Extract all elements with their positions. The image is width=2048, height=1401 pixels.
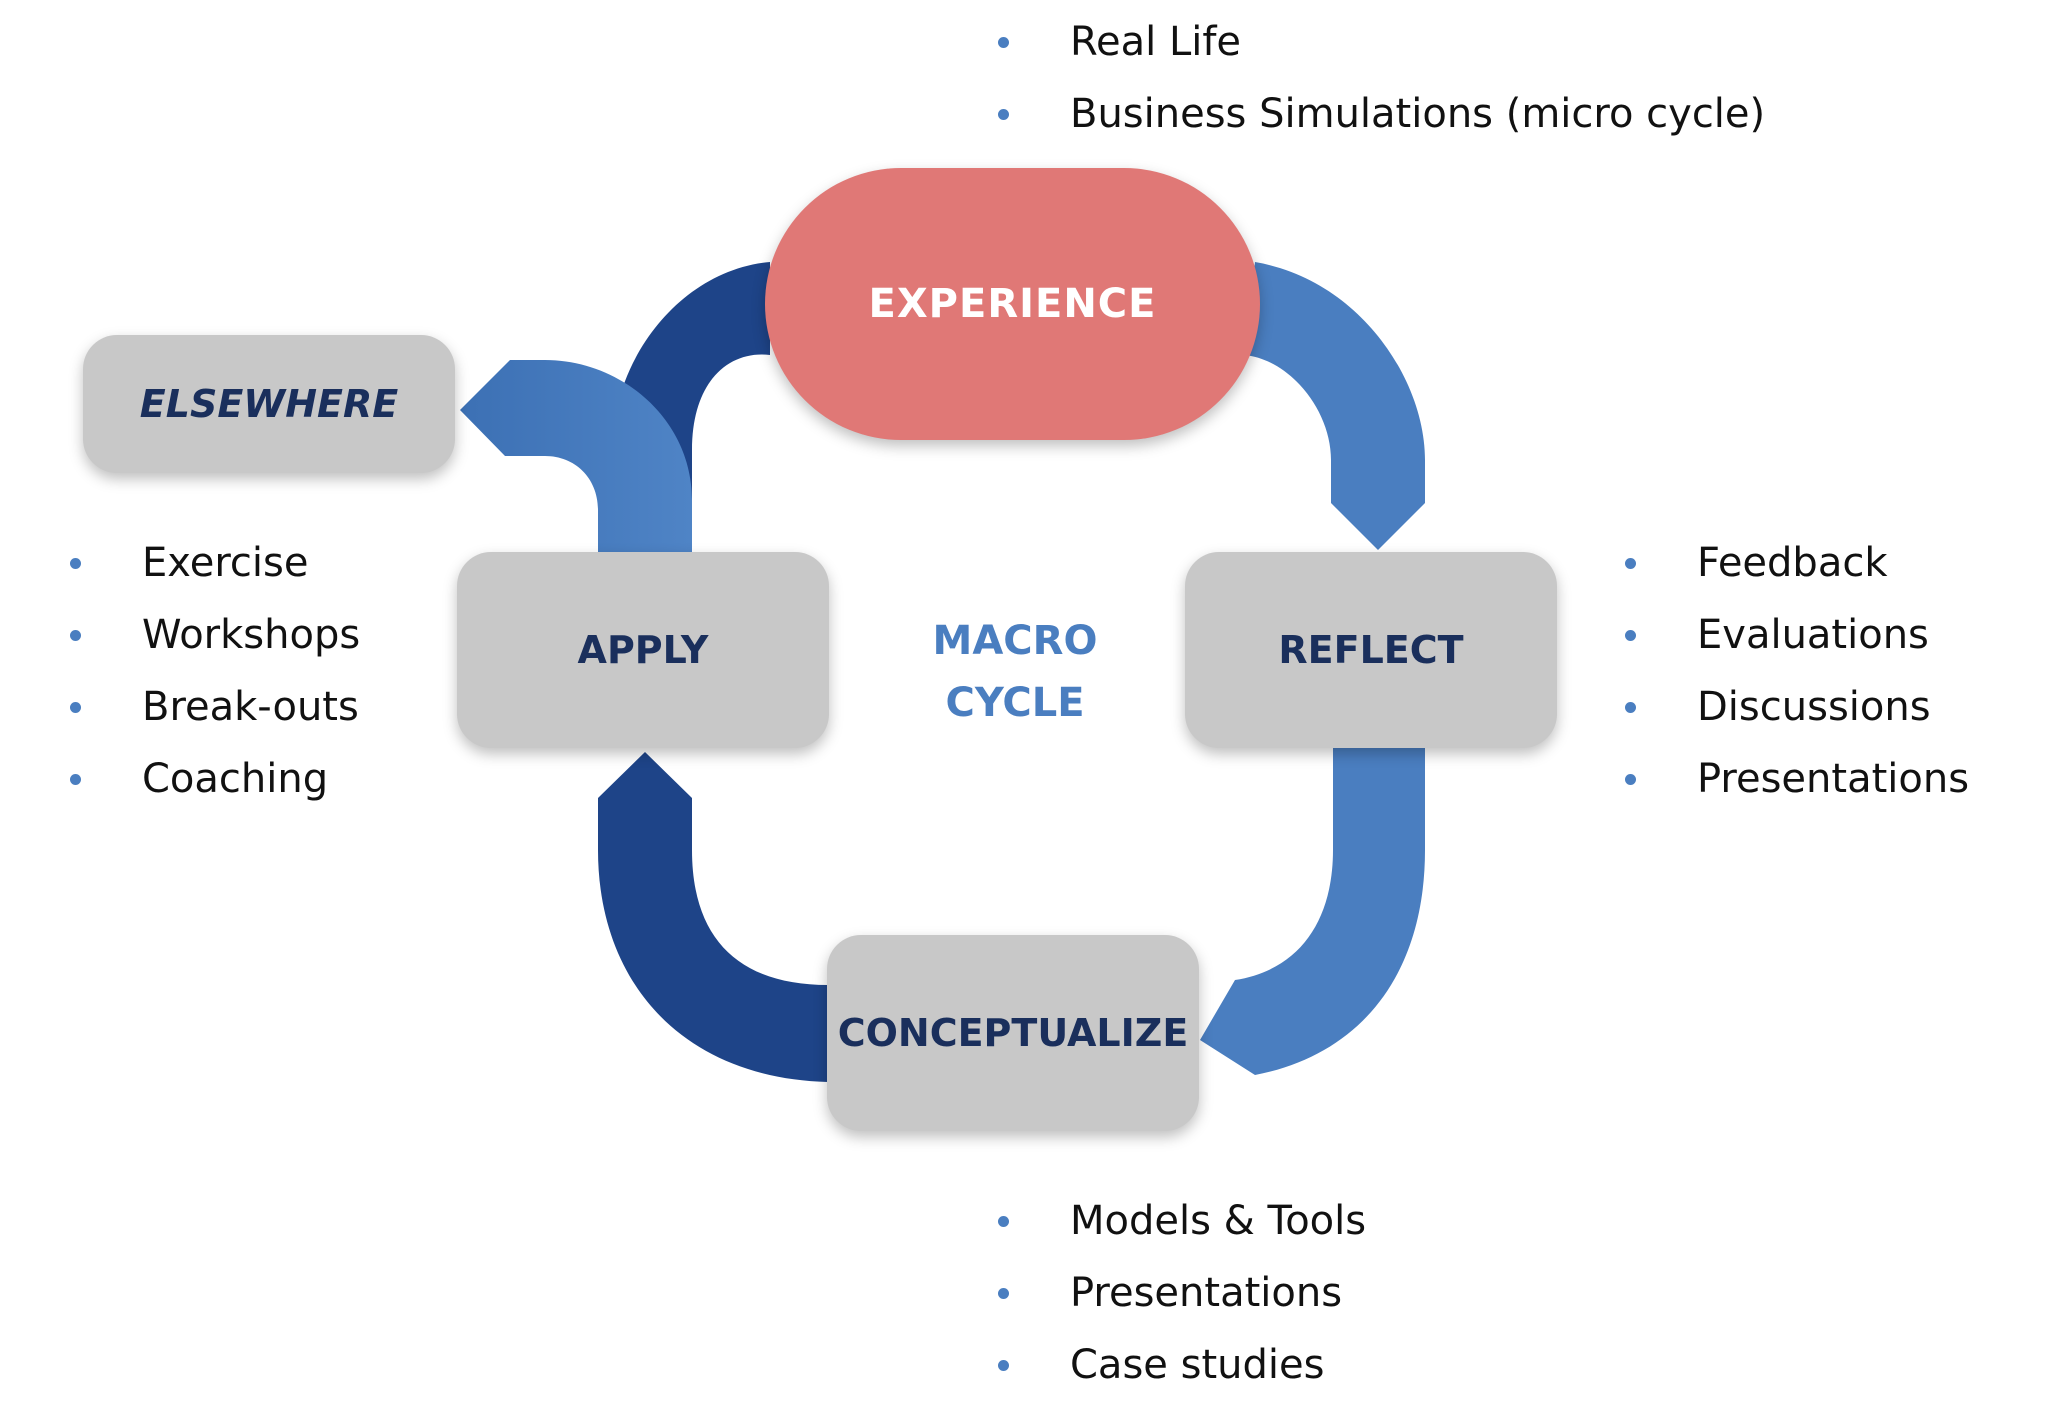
node-experience: EXPERIENCE (765, 168, 1260, 440)
reflect-bullet-list: Feedback Evaluations Discussions Present… (1625, 527, 1969, 815)
arrow-reflect-to-conceptualize (1200, 748, 1425, 1075)
list-item: Feedback (1625, 527, 1969, 599)
node-reflect: REFLECT (1185, 552, 1557, 748)
list-item: Models & Tools (998, 1185, 1366, 1257)
list-item: Case studies (998, 1329, 1366, 1401)
list-item: Break-outs (70, 671, 360, 743)
arrow-conceptualize-to-apply (598, 752, 828, 1082)
list-item: Real Life (998, 6, 1765, 78)
node-apply: APPLY (457, 552, 829, 748)
list-item: Presentations (1625, 743, 1969, 815)
node-conceptualize: CONCEPTUALIZE (827, 935, 1199, 1131)
list-item: Coaching (70, 743, 360, 815)
arrow-apply-to-elsewhere (460, 360, 692, 552)
center-label-line-1: MACRO (932, 618, 1098, 664)
list-item: Exercise (70, 527, 360, 599)
list-item: Discussions (1625, 671, 1969, 743)
apply-bullet-list: Exercise Workshops Break-outs Coaching (70, 527, 360, 815)
experience-bullet-list: Real Life Business Simulations (micro cy… (998, 6, 1765, 150)
arrow-experience-to-reflect (1245, 262, 1425, 550)
center-label-line-2: CYCLE (945, 680, 1085, 726)
list-item: Evaluations (1625, 599, 1969, 671)
center-label: MACRO CYCLE (880, 610, 1150, 734)
conceptualize-bullet-list: Models & Tools Presentations Case studie… (998, 1185, 1366, 1401)
list-item: Workshops (70, 599, 360, 671)
node-elsewhere: ELSEWHERE (83, 335, 455, 473)
list-item: Presentations (998, 1257, 1366, 1329)
list-item: Business Simulations (micro cycle) (998, 78, 1765, 150)
